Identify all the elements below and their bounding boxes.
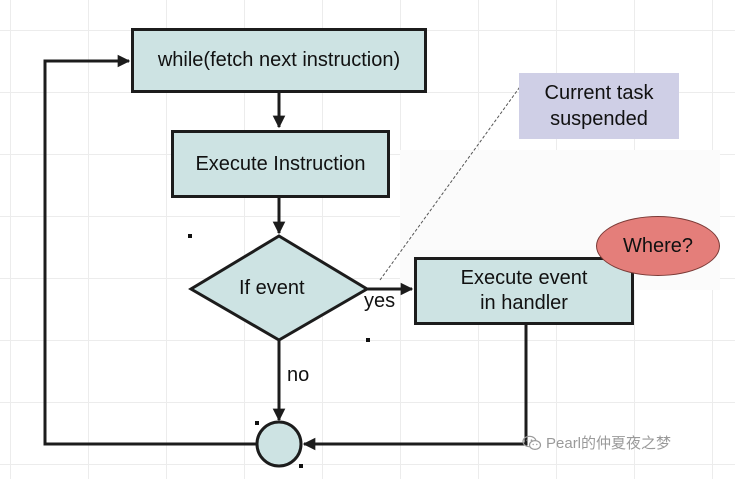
- edge-label-no: no: [287, 364, 310, 386]
- decision-diamond: [188, 234, 370, 342]
- arrow-junction-back-to-loop: [43, 54, 256, 446]
- node-event-handler-line2: in handler: [480, 292, 568, 314]
- note-line1: Current task: [544, 82, 654, 104]
- arrow-handler-to-junction: [302, 325, 528, 451]
- stray-dot: [366, 338, 370, 342]
- stray-dot: [299, 464, 303, 468]
- node-execute-instruction: Execute Instruction: [171, 130, 390, 198]
- watermark-text: Pearl的仲夏夜之梦: [546, 435, 672, 452]
- stray-dot: [188, 234, 192, 238]
- node-event-handler-line1: Execute event: [460, 267, 588, 289]
- note-current-task-suspended: Current task suspended: [519, 73, 679, 139]
- node-fetch-loop: while(fetch next instruction): [131, 28, 427, 93]
- callout-where: Where?: [596, 216, 720, 276]
- edge-label-yes: yes: [364, 290, 396, 312]
- note-pointer-line: [379, 83, 523, 281]
- node-decision-label: If event: [239, 277, 305, 299]
- wechat-icon: [522, 435, 542, 450]
- watermark: Pearl的仲夏夜之梦: [522, 432, 671, 453]
- stray-dot: [255, 421, 259, 425]
- note-line2: suspended: [550, 108, 648, 130]
- junction-circle: [255, 420, 303, 468]
- node-event-handler: Execute event in handler: [414, 257, 634, 325]
